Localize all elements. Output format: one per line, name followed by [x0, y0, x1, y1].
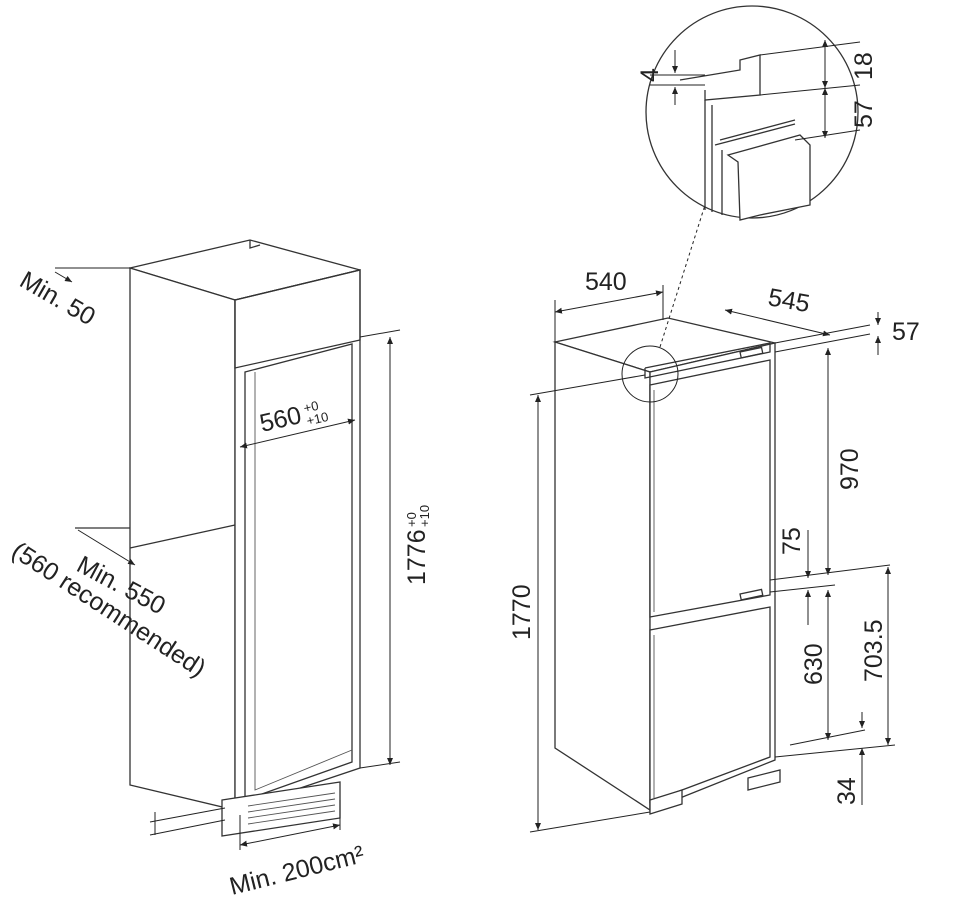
- cabinet-height-label: 1776: [403, 529, 431, 585]
- cabinet-width-tol-plus: +0: [302, 398, 320, 416]
- lower-door-label: 630: [800, 643, 828, 685]
- vent-area-label: Min. 200cm²: [227, 840, 367, 900]
- detail-gap-label: 57: [850, 100, 878, 128]
- lower-door: [649, 606, 771, 803]
- upper-door: [649, 359, 771, 618]
- detail-magnified-view: [645, 5, 861, 221]
- cabinet-dimensions: [54, 267, 401, 850]
- door-gap-label: 75: [778, 527, 806, 555]
- upper-door-label: 970: [836, 448, 864, 490]
- appliance-depth-label: 545: [766, 283, 812, 318]
- cabinet-side: [129, 267, 236, 811]
- cabinet-height-tol-minus: +10: [417, 505, 432, 527]
- appliance-width-label: 540: [585, 268, 627, 296]
- min-50-label: Min. 50: [15, 266, 100, 331]
- cabinet-height-tol-plus: +0: [404, 512, 419, 527]
- detail-top-height-label: 18: [850, 52, 878, 80]
- foot-left: [649, 789, 683, 815]
- cabinet-drawing: [75, 239, 361, 837]
- lower-section-label: 703.5: [860, 619, 888, 682]
- vent-hatching: [247, 792, 336, 825]
- foot-right: [747, 769, 781, 791]
- appliance-drawing: [552, 317, 781, 815]
- appliance-top-gap-label: 57: [892, 318, 920, 346]
- appliance-side: [554, 341, 651, 812]
- total-height-label: 1770: [508, 584, 536, 640]
- base-label: 34: [833, 777, 861, 805]
- cabinet-width-tol-minus: +10: [305, 409, 330, 429]
- detail-offset-label: 4: [636, 68, 664, 82]
- detail-callout-circle: [621, 345, 679, 403]
- appliance-dimensions: [529, 204, 896, 833]
- cabinet-opening: [244, 343, 353, 801]
